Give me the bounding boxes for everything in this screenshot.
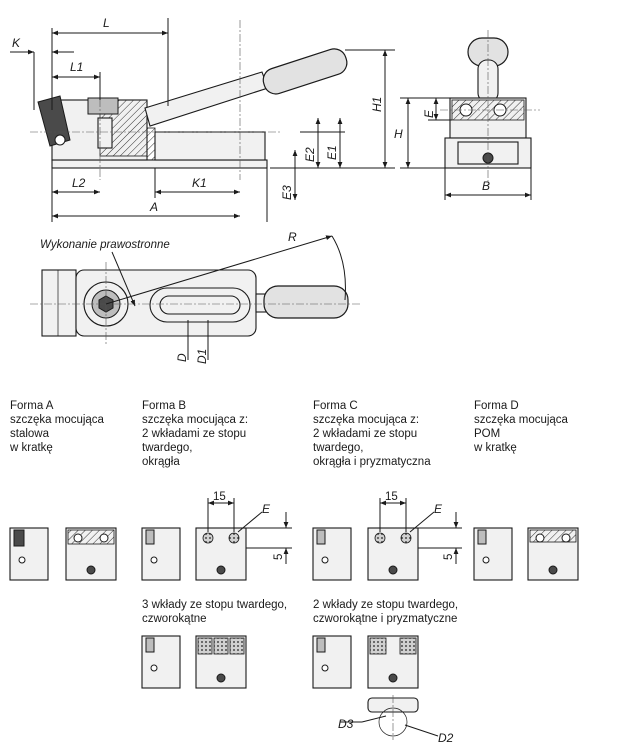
dim-5-b: 5 <box>273 554 285 560</box>
dim-B: B <box>482 179 490 193</box>
dim-E1: E1 <box>325 145 339 160</box>
dim-D: D <box>175 353 189 362</box>
svg-text:w kratkę: w kratkę <box>9 442 53 454</box>
svg-text:szczęka mocująca: szczęka mocująca <box>474 414 569 426</box>
form-c-drawings: 15 E 5 <box>312 491 462 581</box>
dim-D1: D1 <box>195 349 209 364</box>
dim-15-b: 15 <box>213 491 226 503</box>
insert-2-drawings: D3 D2 <box>312 635 454 745</box>
form-a-drawings <box>9 527 117 581</box>
jaw-knurl-icon <box>37 95 71 147</box>
dim-H: H <box>394 127 403 141</box>
dim-L2: L2 <box>72 176 86 190</box>
dim-E2: E2 <box>303 147 317 162</box>
svg-text:szczęka mocująca: szczęka mocująca <box>10 414 105 426</box>
svg-text:czworokątne: czworokątne <box>142 613 207 625</box>
dim-15-c: 15 <box>385 491 398 503</box>
dim-E: E <box>422 109 436 118</box>
svg-text:2 wkłady ze stopu twardego,: 2 wkłady ze stopu twardego, <box>313 599 458 611</box>
svg-text:szczęka mocująca z:: szczęka mocująca z: <box>142 414 248 426</box>
form-captions: Forma A szczęka mocująca stalowa w kratk… <box>9 400 569 468</box>
dim-R: R <box>288 230 297 244</box>
svg-text:2 wkładami ze stopu: 2 wkładami ze stopu <box>313 428 417 440</box>
svg-text:stalowa: stalowa <box>10 428 50 440</box>
dim-E3: E3 <box>280 185 294 200</box>
svg-text:2 wkładami ze stopu: 2 wkładami ze stopu <box>142 428 246 440</box>
knurl-grid-icon <box>13 529 25 547</box>
form-b-drawings: 15 E 5 <box>141 491 292 581</box>
dim-D2: D2 <box>438 731 454 745</box>
dim-K1: K1 <box>192 176 207 190</box>
form-c-title: Forma C <box>313 400 358 412</box>
top-view: Wykonanie prawostronne R D D1 <box>30 230 360 364</box>
front-view: H E B <box>394 30 540 200</box>
dim-L1: L1 <box>70 60 83 74</box>
dim-E-b: E <box>262 502 271 516</box>
svg-text:szczęka mocująca z:: szczęka mocująca z: <box>313 414 419 426</box>
variant-label: Wykonanie prawostronne <box>40 239 170 251</box>
side-view: L K L1 L2 K1 A H1 E1 E2 E3 <box>10 16 395 222</box>
form-b-title: Forma B <box>142 400 186 412</box>
svg-text:w kratkę: w kratkę <box>473 442 517 454</box>
form-d-drawings <box>473 527 579 581</box>
svg-text:twardego,: twardego, <box>142 442 193 454</box>
svg-text:3 wkłady ze stopu twardego,: 3 wkłady ze stopu twardego, <box>142 599 287 611</box>
insert-captions: 3 wkłady ze stopu twardego, czworokątne … <box>142 599 458 625</box>
svg-text:POM: POM <box>474 428 500 440</box>
form-d-title: Forma D <box>474 400 519 412</box>
dim-K: K <box>12 36 21 50</box>
dim-A: A <box>149 200 158 214</box>
insert-3-drawings <box>141 635 247 689</box>
dim-5-c: 5 <box>443 554 455 560</box>
svg-text:czworokątne i pryzmatyczne: czworokątne i pryzmatyczne <box>313 613 457 625</box>
svg-text:okrągła i pryzmatyczna: okrągła i pryzmatyczna <box>313 456 431 468</box>
form-a-title: Forma A <box>10 400 54 412</box>
dim-L: L <box>103 16 110 30</box>
dim-H1: H1 <box>370 97 384 112</box>
dim-D3: D3 <box>338 717 354 731</box>
svg-text:twardego,: twardego, <box>313 442 364 454</box>
dim-E-c: E <box>434 502 443 516</box>
svg-text:okrągła: okrągła <box>142 456 180 468</box>
